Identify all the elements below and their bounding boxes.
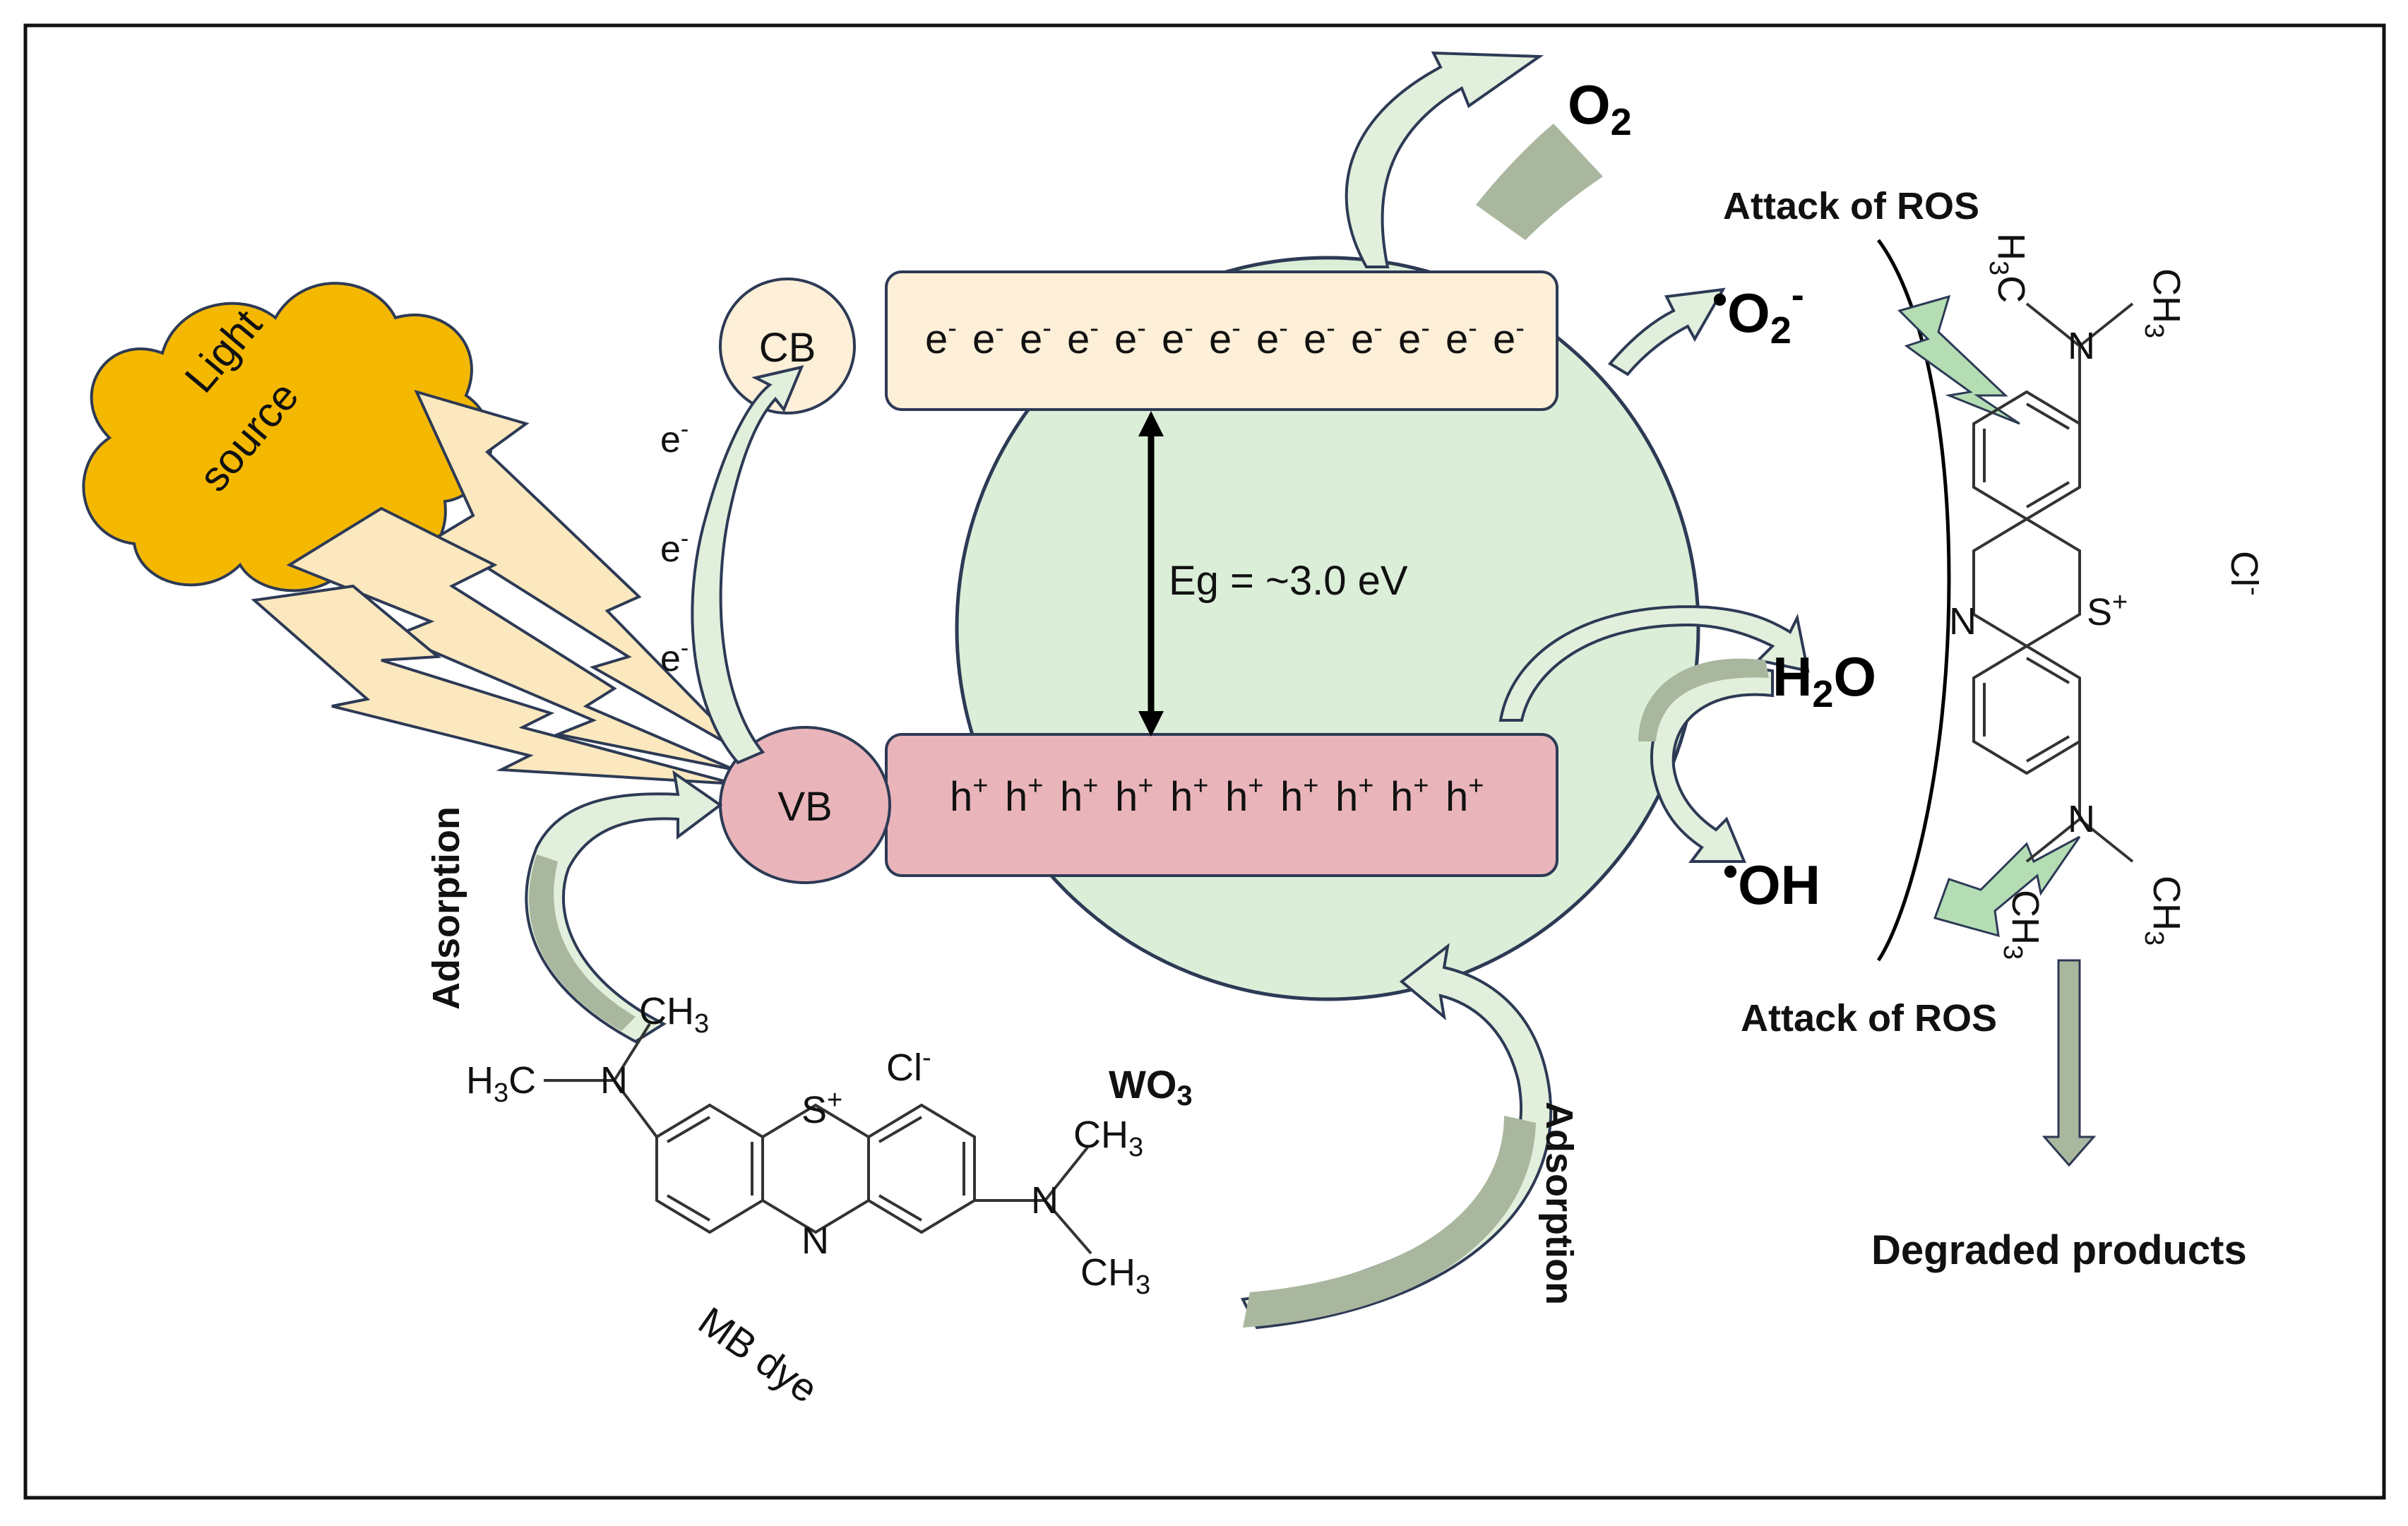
cb-circle (719, 278, 856, 415)
cb-electron: e- (1114, 314, 1146, 362)
light-rays (251, 389, 750, 785)
water-to-hydroxyl-shadow (1638, 658, 1769, 741)
mb-dye-molecule-bottom (544, 1023, 1092, 1255)
vb-hole: h+ (1446, 771, 1484, 820)
cb-electron: e- (1067, 314, 1099, 362)
vb-hole: h+ (1170, 771, 1208, 820)
cb-electron: e- (972, 314, 1004, 362)
cb-to-superoxide-arrow (1607, 287, 1726, 376)
mb-n-dimethyl-left: N (600, 1059, 628, 1102)
mb-dye-molecule-right (1972, 302, 2134, 863)
cb-electron: e- (1256, 314, 1288, 362)
mbr-n-top: N (2068, 325, 2095, 367)
band-gap: Eg = ~3.0 eV (1138, 411, 1408, 737)
cb-bar (885, 270, 1558, 411)
mb-ch3-right-top: CH3 (1073, 1114, 1143, 1162)
valence-band: VB h+ h+ h+ h+ h+ h+ h+ h+ h+ h+ (719, 726, 1558, 884)
cb-electron: e- (1304, 314, 1335, 362)
vb-holes: h+ h+ h+ h+ h+ h+ h+ h+ h+ h+ (950, 771, 1484, 820)
cb-electron: e- (1209, 314, 1241, 362)
degradation-arrow (2042, 959, 2097, 1167)
excited-electron: e- (660, 416, 689, 460)
mb-chloride: Cl- (886, 1043, 931, 1089)
mb-n-dimethyl-right: N (1031, 1179, 1059, 1222)
mbr-sulfur: S+ (2087, 588, 2128, 633)
vb-label: VB (777, 784, 832, 830)
vb-hole: h+ (1280, 771, 1318, 820)
degraded-products-label: Degraded products (1871, 1227, 2247, 1273)
mb-ring-nitrogen: N (801, 1220, 829, 1262)
mb-ch3-right-bottom: CH3 (1080, 1251, 1150, 1300)
vb-hole: h+ (1005, 771, 1043, 820)
ros-bolt-top (1897, 294, 2020, 425)
o2-thick-arrow (1476, 124, 1603, 240)
excited-electrons: e-e-e- (660, 416, 689, 679)
cb-electron: e- (1493, 314, 1525, 362)
vb-hole: h+ (1335, 771, 1373, 820)
vb-hole: h+ (1115, 771, 1153, 820)
excited-electron: e- (660, 525, 689, 570)
hydroxyl-label: •OH (1723, 847, 1820, 916)
adsorption-left-shadow (529, 854, 636, 1031)
vb-hole: h+ (1390, 771, 1429, 820)
water-label: H2O (1772, 645, 1876, 715)
cb-electron: e- (1398, 314, 1430, 362)
catalyst-label: WO3 (1109, 1062, 1193, 1111)
mbr-n-bottom: N (2068, 798, 2095, 840)
excitation-arrow (691, 365, 804, 765)
mbr-ch3-bottom-left: CH3 (1998, 890, 2046, 960)
mb-ch3-top: CH3 (639, 990, 709, 1039)
cb-electron: e- (1446, 314, 1477, 362)
band-gap-label: Eg = ~3.0 eV (1169, 558, 1408, 604)
attack-ros-top-label: Attack of ROS (1723, 185, 1979, 227)
attack-ros-bottom-label: Attack of ROS (1741, 997, 1997, 1039)
cb-electron: e- (1020, 314, 1051, 362)
mbr-ring-n: N (1949, 600, 1977, 643)
mbr-ch3-top: CH3 (2139, 268, 2188, 338)
mb-dye-labels-right: N H3C CH3 N S+ Cl- N CH3 CH3 (1949, 233, 2269, 960)
mb-h3c-left: H3C (466, 1059, 536, 1108)
vb-hole: h+ (950, 771, 988, 820)
cb-electron: e- (1162, 314, 1193, 362)
cb-electron: e- (925, 314, 957, 362)
mbr-h3c-top: H3C (1984, 233, 2032, 303)
vb-hole: h+ (1060, 771, 1098, 820)
mbr-ch3-bottom-right: CH3 (2139, 876, 2188, 946)
cb-to-o2-arrow (1345, 51, 1544, 268)
vb-to-water-arrow (1498, 605, 1810, 722)
o2-label: O2 (1568, 73, 1632, 143)
adsorption-left-label: Adsorption (425, 806, 467, 1010)
mb-sulfur: S+ (801, 1085, 842, 1131)
adsorption-right-label: Adsorption (1538, 1102, 1580, 1305)
excited-electron: e- (660, 635, 689, 679)
conduction-band: CB e-e-e-e-e-e-e-e-e-e-e-e-e- (719, 270, 1558, 415)
cb-label: CB (759, 325, 816, 371)
mbr-chloride: Cl- (2223, 551, 2269, 596)
adsorption-right-shadow (1243, 1116, 1536, 1328)
cb-electron: e- (1351, 314, 1383, 362)
ros-bolt-bottom (1933, 835, 2081, 938)
superoxide-label: •O2- (1712, 274, 1804, 352)
light-ray-lower (251, 584, 735, 785)
cb-electrons: e-e-e-e-e-e-e-e-e-e-e-e-e- (925, 314, 1525, 362)
vb-hole: h+ (1225, 771, 1263, 820)
